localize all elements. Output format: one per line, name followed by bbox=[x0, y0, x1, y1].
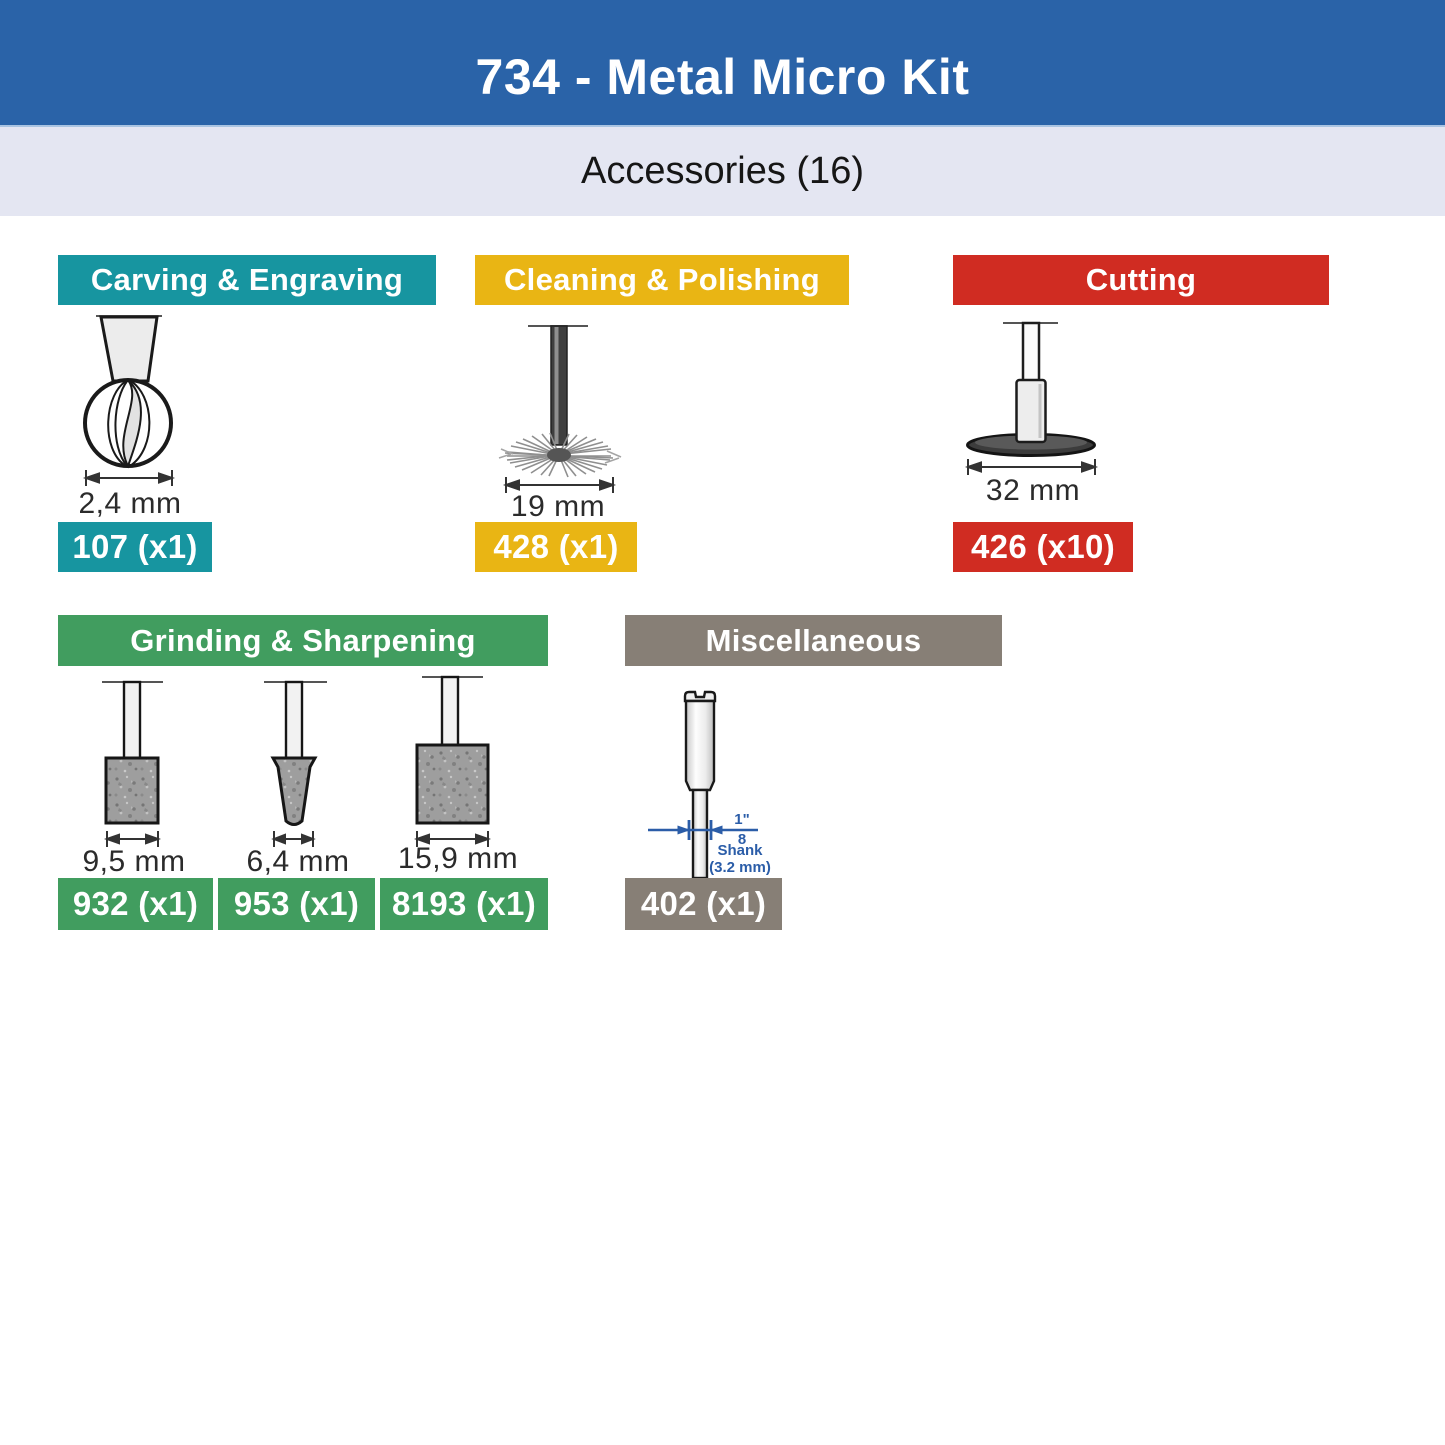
section-header-cleaning: Cleaning & Polishing bbox=[475, 255, 849, 305]
accessory-badge-107: 107 (x1) bbox=[58, 522, 212, 572]
accessory-badge-932: 932 (x1) bbox=[58, 878, 213, 930]
dimension-label: 9,5 mm bbox=[82, 845, 186, 878]
shank-size-label: (3.2 mm) bbox=[709, 859, 771, 876]
large-cylinder-grinding-stone-icon bbox=[413, 675, 492, 847]
section-header-miscellaneous: Miscellaneous bbox=[625, 615, 1002, 666]
accessory-badge-8193: 8193 (x1) bbox=[380, 878, 548, 930]
cylinder-grinding-stone-icon bbox=[102, 680, 163, 847]
dimension-label: 6,4 mm bbox=[246, 845, 350, 878]
ball-carving-bit-icon bbox=[82, 315, 176, 486]
cone-grinding-stone-icon bbox=[264, 680, 327, 847]
accessory-badge-402: 402 (x1) bbox=[625, 878, 782, 930]
wire-brush-icon bbox=[498, 325, 622, 493]
mandrel-icon bbox=[648, 690, 758, 880]
cutoff-wheel-icon bbox=[964, 321, 1099, 475]
section-header-cutting: Cutting bbox=[953, 255, 1329, 305]
dimension-arrow bbox=[103, 831, 162, 847]
section-header-grinding: Grinding & Sharpening bbox=[58, 615, 548, 666]
accessory-badge-428: 428 (x1) bbox=[475, 522, 637, 572]
title-banner: 734 - Metal Micro Kit bbox=[0, 0, 1445, 127]
shank-dimension-line bbox=[648, 820, 758, 840]
section-header-carving: Carving & Engraving bbox=[58, 255, 436, 305]
dimension-arrow bbox=[271, 831, 316, 847]
shank-fraction-numerator: 1" bbox=[734, 811, 750, 828]
dimension-arrow bbox=[413, 831, 492, 847]
dimension-arrow bbox=[82, 470, 176, 486]
subtitle-bar: Accessories (16) bbox=[0, 127, 1445, 216]
accessory-badge-953: 953 (x1) bbox=[218, 878, 375, 930]
page-title: 734 - Metal Micro Kit bbox=[475, 48, 970, 105]
dimension-label: 19 mm bbox=[510, 490, 606, 523]
shank-label: Shank bbox=[717, 842, 763, 859]
accessory-badge-426: 426 (x10) bbox=[953, 522, 1133, 572]
dimension-arrow bbox=[964, 459, 1099, 475]
dimension-label: 2,4 mm bbox=[78, 487, 182, 520]
accessories-count: Accessories (16) bbox=[581, 150, 864, 192]
dimension-label: 32 mm bbox=[985, 474, 1081, 507]
shank-fraction-denominator: 8 bbox=[737, 831, 747, 848]
dimension-arrow bbox=[502, 477, 617, 493]
dimension-label: 15,9 mm bbox=[397, 842, 519, 875]
